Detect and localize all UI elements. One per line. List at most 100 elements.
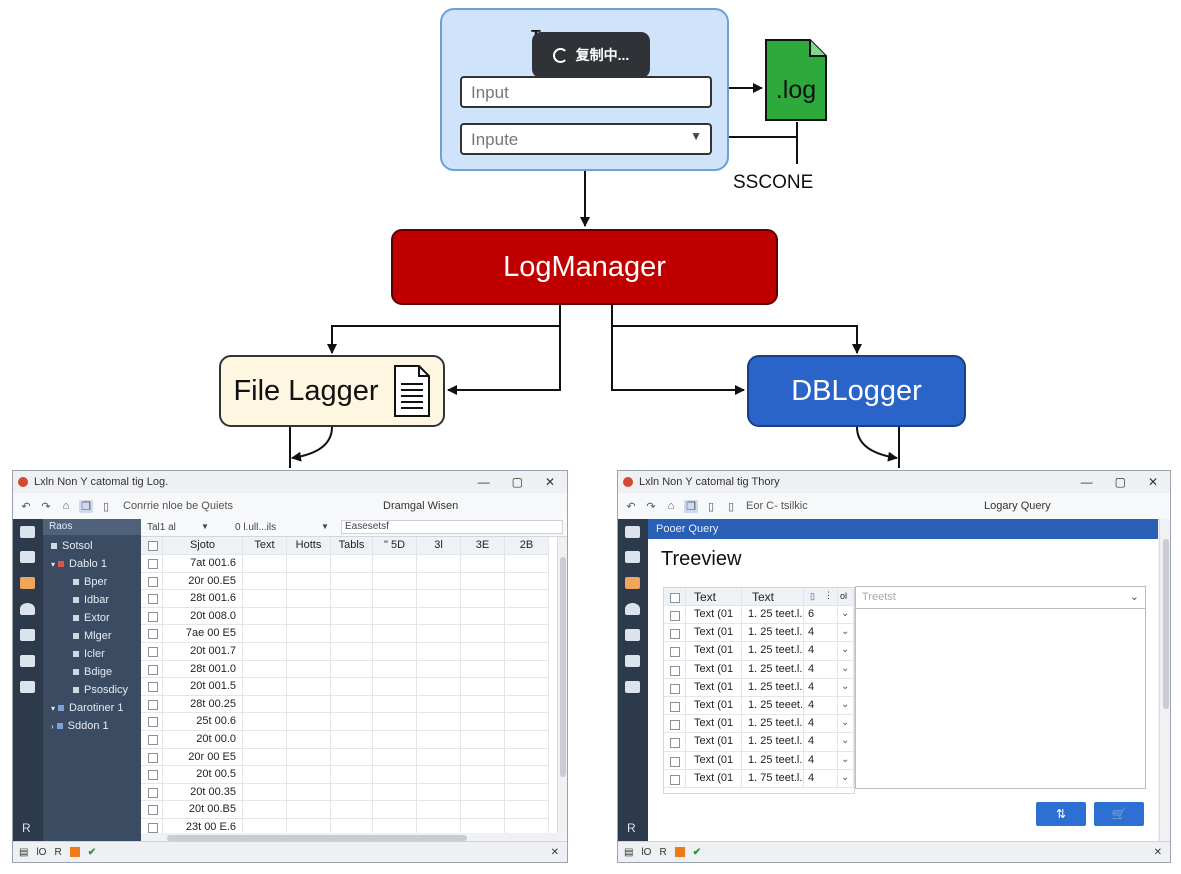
header-checkbox[interactable] <box>148 541 158 551</box>
table-row[interactable]: Text (011. 25 teet.l. 84⌄ <box>664 733 854 752</box>
table-row[interactable]: Text (011. 25 teet.l. 54⌄ <box>664 715 854 734</box>
row-checkbox[interactable] <box>670 774 680 785</box>
table-row[interactable]: Text (011. 75 teet.l. 44⌄ <box>664 769 854 788</box>
tree-item[interactable]: Bper <box>73 576 107 588</box>
filter-icon[interactable]: ▯ <box>810 591 815 601</box>
row-checkbox[interactable] <box>148 699 158 710</box>
tree-item[interactable]: ▾Darotiner 1 <box>51 702 124 714</box>
table-row[interactable]: 20t 001.5 <box>141 678 549 696</box>
row-checkbox[interactable] <box>670 756 680 767</box>
treeview-dropdown-list[interactable] <box>855 609 1146 789</box>
table-row[interactable]: 20t 008.0 <box>141 607 549 626</box>
close-button[interactable]: ✕ <box>1147 475 1158 489</box>
tree-item[interactable]: Icler <box>73 648 105 660</box>
chevron-down-icon[interactable]: ⌄ <box>841 626 850 638</box>
row-checkbox[interactable] <box>670 611 680 621</box>
maximize-button[interactable]: ▢ <box>511 475 523 489</box>
settings-icon[interactable]: R <box>627 821 636 835</box>
calendar-icon[interactable] <box>625 681 640 693</box>
chevron-down-icon[interactable]: ⌄ <box>841 771 850 783</box>
table-row[interactable]: 28t 001.6 <box>141 590 549 608</box>
chevron-down-icon[interactable]: ⌄ <box>841 608 850 619</box>
table-row[interactable]: 20t 00.B5 <box>141 801 549 819</box>
check-icon[interactable]: ✔ <box>87 846 97 858</box>
tree-item[interactable]: Psosdicy <box>73 684 128 696</box>
row-checkbox[interactable] <box>670 629 680 640</box>
camera-icon[interactable] <box>20 551 35 563</box>
settings-icon[interactable]: R <box>22 821 31 835</box>
row-checkbox[interactable] <box>148 576 158 587</box>
filter-search-input[interactable]: Easesetsf <box>341 520 563 534</box>
table-row[interactable]: 7ae 00 E5 <box>141 625 549 643</box>
scrollbar-thumb[interactable] <box>560 557 566 777</box>
table-row[interactable]: 28t 00.25 <box>141 695 549 714</box>
chevron-down-icon[interactable]: ⌄ <box>841 735 850 747</box>
minimize-button[interactable]: — <box>1080 475 1093 489</box>
row-checkbox[interactable] <box>148 682 158 693</box>
row-checkbox[interactable] <box>670 665 680 676</box>
filter-select-2[interactable]: 0 l.ull...ils <box>235 522 277 533</box>
maximize-button[interactable]: ▢ <box>1114 475 1126 489</box>
tree-item[interactable]: ›Sddon 1 <box>51 720 109 732</box>
table-row[interactable]: 20t 00.35 <box>141 783 549 802</box>
inbox-icon[interactable] <box>625 526 640 538</box>
row-checkbox[interactable] <box>670 683 680 694</box>
chevron-down-icon[interactable]: ⌄ <box>841 662 850 674</box>
column-header[interactable]: Text <box>243 537 287 555</box>
back-icon[interactable]: ↶ <box>626 500 636 513</box>
table-row[interactable]: Text (011. 25 teeet.l. 44⌄ <box>664 697 854 716</box>
table-row[interactable]: 25t 00.6 <box>141 713 549 731</box>
row-checkbox[interactable] <box>148 594 158 605</box>
table-row[interactable]: Text (011. 25 teet.l. 54⌄ <box>664 642 854 661</box>
vertical-scrollbar[interactable] <box>557 537 567 833</box>
tree-item[interactable]: Bdige <box>73 666 112 678</box>
chevron-down-icon[interactable]: ⌄ <box>841 644 850 656</box>
row-checkbox[interactable] <box>148 787 158 798</box>
column-header[interactable]: 3E <box>461 537 505 555</box>
column-header[interactable]: ol <box>838 588 854 606</box>
sort-button[interactable]: ⇅ <box>1036 802 1086 826</box>
table-row[interactable]: Text (011. 25 teet.l. 44⌄ <box>664 678 854 697</box>
row-checkbox[interactable] <box>148 770 158 781</box>
row-checkbox[interactable] <box>148 559 158 569</box>
card-icon[interactable] <box>625 629 640 641</box>
chevron-down-icon[interactable]: ⌄ <box>841 717 850 729</box>
chevron-down-icon[interactable]: ⌄ <box>1129 591 1139 603</box>
row-checkbox[interactable] <box>148 629 158 640</box>
forward-icon[interactable]: ↷ <box>646 500 656 513</box>
column-header[interactable]: Hotts <box>287 537 331 555</box>
tree-item[interactable]: Sotsol <box>51 540 93 552</box>
status-close-icon[interactable]: ✕ <box>1153 846 1162 858</box>
back-icon[interactable]: ↶ <box>21 500 31 513</box>
treeview-dropdown[interactable]: Treetst ⌄ <box>855 586 1146 609</box>
minimize-button[interactable]: — <box>477 475 490 489</box>
input-field[interactable]: Input <box>460 76 712 108</box>
copy-icon[interactable]: ❐ <box>79 499 93 513</box>
vertical-scrollbar[interactable] <box>1159 519 1170 844</box>
row-checkbox[interactable] <box>670 702 680 712</box>
row-checkbox[interactable] <box>148 647 158 657</box>
user-icon[interactable] <box>625 603 640 615</box>
table-row[interactable]: Text (011. 25 teet.l. 44⌄ <box>664 751 854 770</box>
monitor-icon[interactable] <box>625 655 640 667</box>
tree-item[interactable]: Extor <box>73 612 110 624</box>
home-icon[interactable]: ⌂ <box>667 500 675 512</box>
file-icon[interactable]: ▯ <box>102 500 110 513</box>
chevron-down-icon[interactable]: ⌄ <box>841 753 850 765</box>
check-icon[interactable]: ✔ <box>692 846 702 858</box>
tree-item[interactable]: Idbar <box>73 594 109 606</box>
table-row[interactable]: 20t 001.7 <box>141 643 549 661</box>
row-checkbox[interactable] <box>148 717 158 728</box>
cart-button[interactable]: 🛒 <box>1094 802 1144 826</box>
status-close-icon[interactable]: ✕ <box>550 846 559 858</box>
row-checkbox[interactable] <box>670 647 680 658</box>
chevron-down-icon[interactable]: ▼ <box>321 522 329 531</box>
filter-select-1[interactable]: Tal1 al <box>147 522 176 533</box>
column-header[interactable]: 2B <box>505 537 549 555</box>
tree-item[interactable]: ▾Dablo 1 <box>51 558 107 570</box>
sort-icon[interactable]: ⋮ <box>824 590 833 600</box>
file-icon[interactable]: ▯ <box>707 500 715 513</box>
table-row[interactable]: 20t 00.0 <box>141 731 549 749</box>
table-row[interactable]: 20r 00.E5 <box>141 572 549 591</box>
close-button[interactable]: ✕ <box>544 475 555 489</box>
